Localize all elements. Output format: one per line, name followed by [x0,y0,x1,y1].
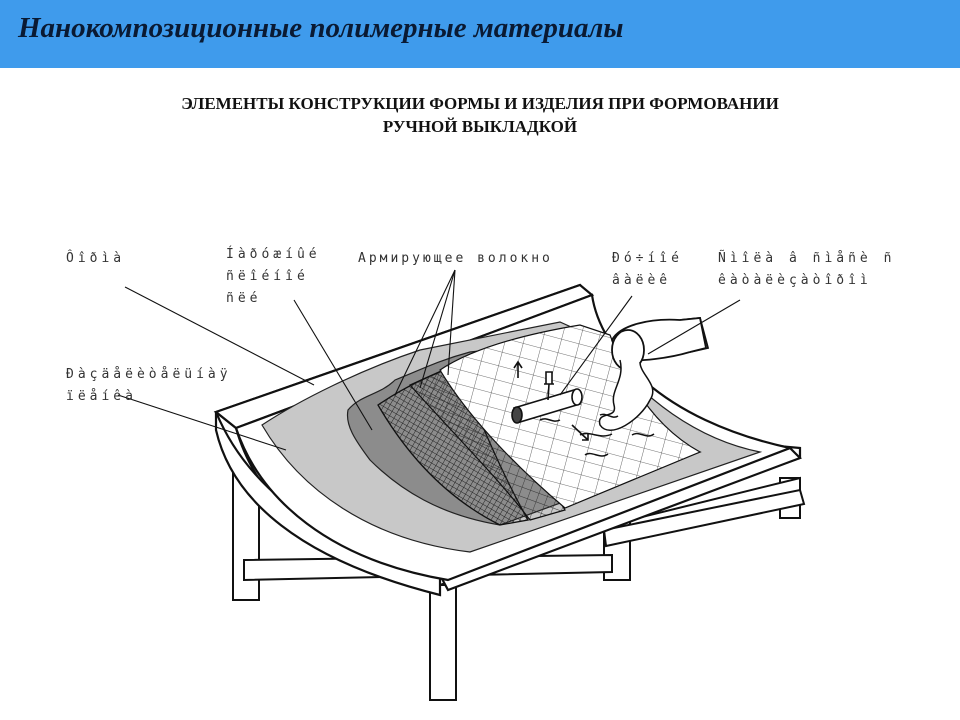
stand-side-bar [602,488,806,548]
header-bar [0,0,960,68]
leader-resin [647,299,741,355]
stand-leg-front-right [429,584,457,701]
label-hand-roller: Ðó÷íîé âàëèê [612,251,683,288]
hand-roller-icon [511,360,589,441]
page-title: Нанокомпозиционные полимерные материалы [18,12,624,44]
label-reinforcing-fiber: Армирующее волокно [358,251,553,266]
leader-forma [124,286,315,386]
leader-fiber-1 [394,269,456,396]
leader-fiber-2 [419,269,456,389]
label-resin-catalyst: Ñìîëà â ñìåñè ñ êàòàëèçàòîðîì [718,251,896,288]
subtitle-line-2: РУЧНОЙ ВЫКЛАДКОЙ [382,117,578,136]
reinforcing-fiber-mesh-wide-grid [440,325,700,508]
resin-bucket-icon [611,317,710,371]
leader-lines [117,269,741,451]
diagram-subtitle: ЭЛЕМЕНТЫ КОНСТРУКЦИИ ФОРМЫ И ИЗДЕЛИЯ ПРИ… [0,92,960,138]
label-forma: Ôîðìà [66,251,126,266]
label-gel-coat: Íàðóæíûé ñëîéíîé ñëé [226,247,321,306]
resin-flow [539,359,655,457]
leader-roller [559,295,633,396]
leader-release-layer [117,394,287,451]
label-release-layer: Ðàçäåëèòåëüíàÿ ïëåíêà [66,367,232,404]
leader-gel-coat [293,299,373,431]
leader-fiber-3 [447,269,456,376]
subtitle-line-1: ЭЛЕМЕНТЫ КОНСТРУКЦИИ ФОРМЫ И ИЗДЕЛИЯ ПРИ… [181,94,779,113]
